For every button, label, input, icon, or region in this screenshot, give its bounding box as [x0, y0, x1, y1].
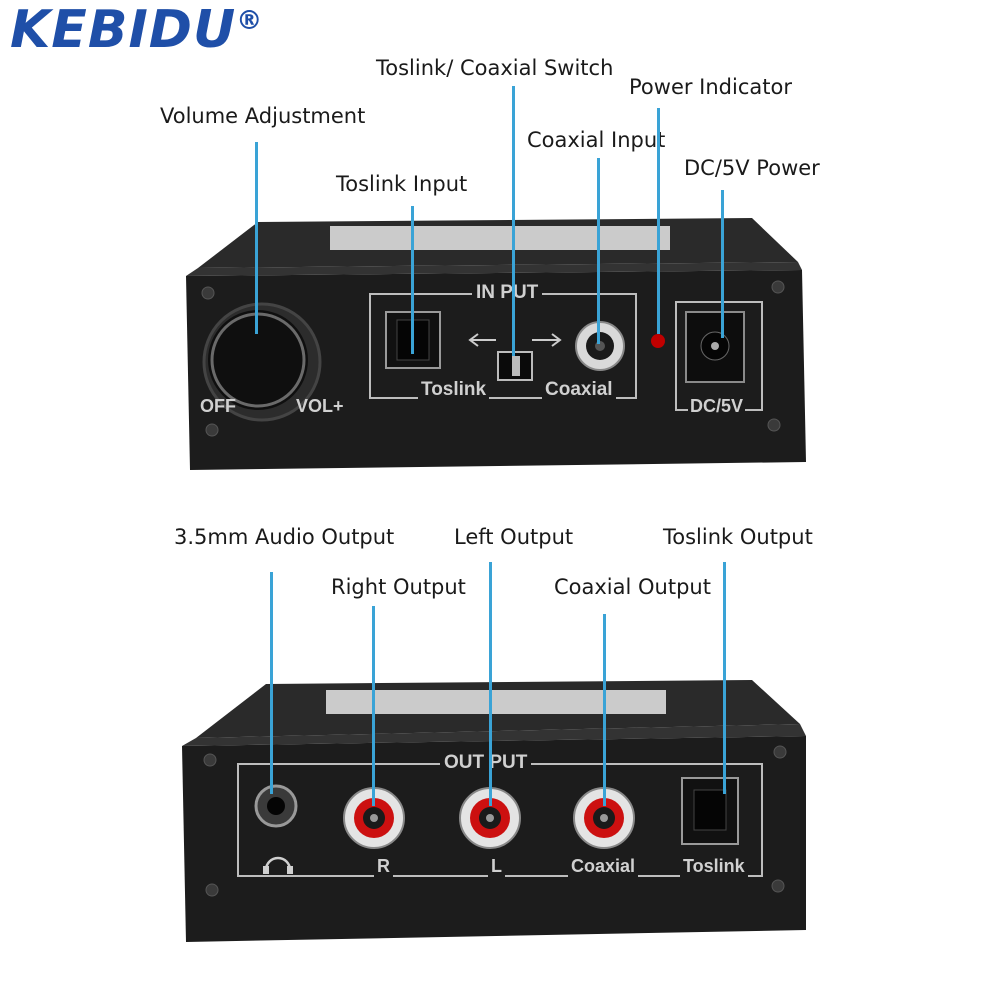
vol-silk-label: VOL+: [296, 396, 344, 416]
left-output-callout-line: [489, 562, 492, 806]
dc-power-callout-line: [721, 190, 724, 338]
switch-label: Toslink/ Coaxial Switch: [376, 56, 614, 80]
dc-silk-label: DC/5V: [688, 396, 746, 417]
l-silk-label: L: [488, 856, 505, 877]
output-title: OUT PUT: [440, 752, 532, 774]
right-output-callout-line: [372, 606, 375, 806]
toslink-output-callout-line: [723, 562, 726, 794]
volume-adjustment-label: Volume Adjustment: [160, 104, 366, 128]
power-indicator-label: Power Indicator: [629, 75, 792, 99]
dc-power-label: DC/5V Power: [684, 156, 820, 180]
off-silk-label: OFF: [200, 396, 236, 416]
top-device-body: [186, 218, 806, 470]
brand-logo: KEBIDU®: [10, 0, 263, 60]
input-title: IN PUT: [472, 282, 543, 304]
audio-35-label: 3.5mm Audio Output: [174, 525, 395, 549]
coaxial-out-silk-label: Coaxial: [568, 856, 639, 877]
power-indicator-callout-line: [657, 108, 660, 334]
coaxial-output-callout-line: [603, 614, 606, 806]
right-output-label: Right Output: [331, 575, 466, 599]
brand-registered-mark: ®: [236, 6, 264, 36]
toslink-input-label: Toslink Input: [336, 172, 468, 196]
coaxial-output-label: Coaxial Output: [554, 575, 711, 599]
switch-callout-line: [512, 86, 515, 356]
audio-35-callout-line: [270, 572, 273, 794]
toslink-silk-label: Toslink: [418, 379, 490, 401]
r-silk-label: R: [374, 856, 393, 877]
toslink-output-label: Toslink Output: [663, 525, 813, 549]
left-output-label: Left Output: [454, 525, 574, 549]
coaxial-silk-label: Coaxial: [542, 379, 616, 401]
coaxial-input-callout-line: [597, 158, 600, 344]
toslink-input-callout-line: [411, 206, 414, 354]
coaxial-input-label: Coaxial Input: [527, 128, 666, 152]
toslink-out-silk-label: Toslink: [680, 856, 748, 877]
brand-name: KEBIDU: [10, 0, 237, 60]
bottom-device-body: [182, 680, 806, 942]
volume-callout-line: [255, 142, 258, 334]
